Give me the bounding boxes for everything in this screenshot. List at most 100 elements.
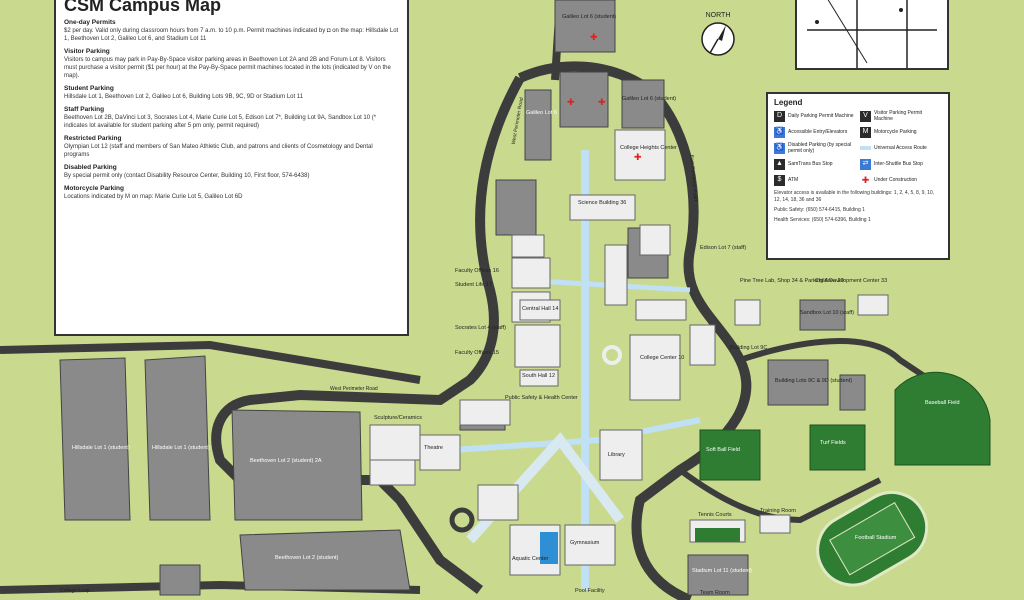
tennis-courts-label[interactable]: Tennis Courts <box>698 512 732 518</box>
sculpture-label[interactable]: Sculpture/Ceramics <box>374 415 422 421</box>
legend-item: ✚Under Construction <box>860 173 942 187</box>
stadium-lot-label[interactable]: Stadium Lot 11 (student) <box>692 568 752 574</box>
section-heading: Staff Parking <box>64 106 105 113</box>
football-stadium[interactable] <box>805 480 940 598</box>
pool <box>540 532 558 564</box>
beethoven-lot-2-label[interactable]: Beethoven Lot 2 (student) 2A <box>250 458 322 464</box>
east-road <box>739 338 962 403</box>
building-18[interactable] <box>511 234 545 258</box>
building-20[interactable] <box>604 244 628 306</box>
info-section: Disabled Parking By special permit only … <box>64 164 399 180</box>
parking-info-panel: CSM Campus Map One-day Permits $2 per da… <box>54 0 409 336</box>
building-lots-9c-9d[interactable] <box>767 359 829 406</box>
edison-lot-label[interactable]: Edison Lot 7 (staff) <box>700 245 747 251</box>
south-hall[interactable] <box>519 369 559 387</box>
turf-field[interactable] <box>809 424 866 471</box>
section-heading: Student Parking <box>64 85 114 92</box>
stadium-label[interactable]: Football Stadium <box>855 535 897 541</box>
hillsdale-lot-1-b[interactable] <box>144 355 211 521</box>
socrates-lot-label[interactable]: Socrates Lot 4 (staff) <box>455 325 506 331</box>
hillsdale-lot-1-a[interactable] <box>59 357 131 521</box>
lot-bottom-left[interactable] <box>159 564 201 596</box>
theatre-annex[interactable] <box>369 459 416 486</box>
aquatic-center-label[interactable]: Aquatic Center <box>512 556 549 562</box>
science-building[interactable] <box>569 194 636 221</box>
tennis-courts[interactable] <box>695 528 740 542</box>
pine-tree-building[interactable] <box>734 299 761 326</box>
central-hall-label[interactable]: Central Hall 14 <box>522 306 559 312</box>
loop-road <box>449 507 475 533</box>
gymnasium-label[interactable]: Gymnasium <box>570 540 600 546</box>
galileo-lot-6-west[interactable] <box>524 89 552 161</box>
soft-ball-label[interactable]: Soft Ball Field <box>706 447 740 453</box>
public-safety-label[interactable]: Public Safety & Health Center <box>505 395 578 401</box>
locator-map <box>795 0 949 70</box>
central-hall[interactable] <box>519 299 561 321</box>
child-development-center[interactable] <box>857 294 889 316</box>
faculty-offices-16[interactable] <box>511 257 551 289</box>
college-center-label[interactable]: College Center 10 <box>640 355 685 361</box>
turf-label[interactable]: Turf Fields <box>820 440 846 446</box>
building-21[interactable] <box>639 224 671 256</box>
building-6[interactable] <box>477 484 519 521</box>
beethoven-lot-2[interactable] <box>231 409 363 521</box>
galileo-lot-6-label[interactable]: Galileo Lot 6 (student) <box>562 14 617 20</box>
galileo-lot-6-west-label[interactable]: Galileo Lot 6 <box>526 110 557 116</box>
stadium-lot-11[interactable] <box>687 554 749 596</box>
legend-label: Daily Parking Permit Machine <box>788 113 854 119</box>
training-room[interactable] <box>759 514 791 534</box>
galileo-lot-6-east-label[interactable]: Galileo Lot 6 (student) <box>622 96 677 102</box>
section-body: $2 per day. Valid only during classroom … <box>64 28 399 42</box>
stadium-road <box>678 467 882 524</box>
training-room-label[interactable]: Training Room <box>760 508 796 514</box>
sculpture-ceramics[interactable] <box>369 424 421 461</box>
building-lot-9c[interactable] <box>839 374 866 411</box>
theatre-label[interactable]: Theatre <box>424 445 443 451</box>
theatre[interactable] <box>419 434 461 471</box>
info-section: Visitor Parking Visitors to campus may p… <box>64 48 399 80</box>
library-label[interactable]: Library <box>608 452 625 458</box>
college-heights-label[interactable]: College Heights Center <box>620 145 677 151</box>
hillsdale-lot-label-2[interactable]: Hillsdale Lot 1 (student) <box>152 445 210 451</box>
soft-ball-field[interactable] <box>699 429 761 481</box>
map-title: CSM Campus Map <box>64 0 222 15</box>
beethoven-lot-2b-label[interactable]: Beethoven Lot 2 (student) <box>275 555 339 561</box>
galileo-lot-6-center[interactable] <box>559 71 609 128</box>
public-safety[interactable] <box>459 399 511 426</box>
student-life-label[interactable]: Student Life 17 <box>455 282 493 288</box>
faculty-offices-15[interactable] <box>514 324 561 368</box>
legend-label: Accessible Entry/Elevators <box>788 129 848 135</box>
sandbox-lot-10[interactable] <box>799 299 846 331</box>
faculty-offices-16-label[interactable]: Faculty Offices 16 <box>455 268 499 274</box>
science-label[interactable]: Science Building 36 <box>578 200 627 206</box>
faculty-offices-15-label[interactable]: Faculty Offices 15 <box>455 350 499 356</box>
college-heights-center[interactable] <box>614 129 666 181</box>
gymnasium[interactable] <box>564 524 616 566</box>
building-5[interactable] <box>635 299 687 321</box>
south-hall-label[interactable]: South Hall 12 <box>522 373 556 379</box>
baseball-field-label[interactable]: Baseball Field <box>925 400 960 406</box>
construction-marker: ✚ <box>598 97 606 107</box>
building-lot-9c-label[interactable]: Building Lot 9C <box>730 345 768 351</box>
pine-tree-label[interactable]: Pine Tree Lab, Shop 34 & Parking Area 20 <box>740 278 844 284</box>
section-heading: One-day Permits <box>64 19 116 26</box>
beethoven-lot-2b[interactable] <box>239 529 411 591</box>
legend-label: Disabled Parking (by special permit only… <box>788 142 852 154</box>
library[interactable] <box>599 429 643 481</box>
roundabout <box>602 345 622 365</box>
building-31[interactable] <box>689 324 716 366</box>
pool-facility-label[interactable]: Pool Facility <box>575 588 605 594</box>
legend-item: ▲SamTrans Bus Stop <box>774 157 856 171</box>
building-lots-9cd-label[interactable]: Building Lots 9C & 9D (student) <box>775 378 853 384</box>
hillsdale-lot-label[interactable]: Hillsdale Lot 1 (student) <box>72 445 130 451</box>
sandbox-lot-label[interactable]: Sandbox Lot 10 (staff) <box>800 310 855 316</box>
galileo-lot-6d[interactable] <box>495 179 537 236</box>
college-loop-label: College Loop <box>60 588 90 594</box>
college-center[interactable] <box>629 334 681 401</box>
team-room-label[interactable]: Team Room <box>700 590 730 596</box>
galileo-lot-6-north[interactable] <box>554 0 616 53</box>
baseball-field[interactable] <box>894 371 991 466</box>
child-development-label[interactable]: Child Development Center 33 <box>815 278 888 284</box>
galileo-lot-6-east[interactable] <box>621 79 665 129</box>
